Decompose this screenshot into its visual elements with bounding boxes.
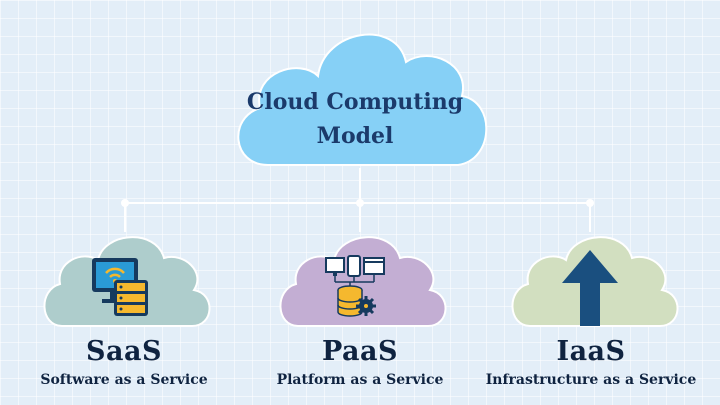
main-cloud [237, 33, 488, 166]
iaas-label: IaaS [556, 336, 626, 367]
server-monitor-wifi-icon [92, 258, 148, 316]
saas-label: SaaS [86, 336, 162, 367]
main-title-line-1: Cloud Computing [246, 89, 464, 115]
saas-description: Software as a Service [40, 372, 208, 388]
iaas-description: Infrastructure as a Service [485, 372, 697, 388]
paas-description: Platform as a Service [276, 372, 444, 388]
paas-label: PaaS [321, 336, 399, 367]
upload-arrow-icon [562, 250, 618, 326]
devices-database-gear-icon [325, 255, 385, 317]
connector-nodes [121, 199, 594, 207]
main-title-line-2: Model [316, 123, 394, 149]
